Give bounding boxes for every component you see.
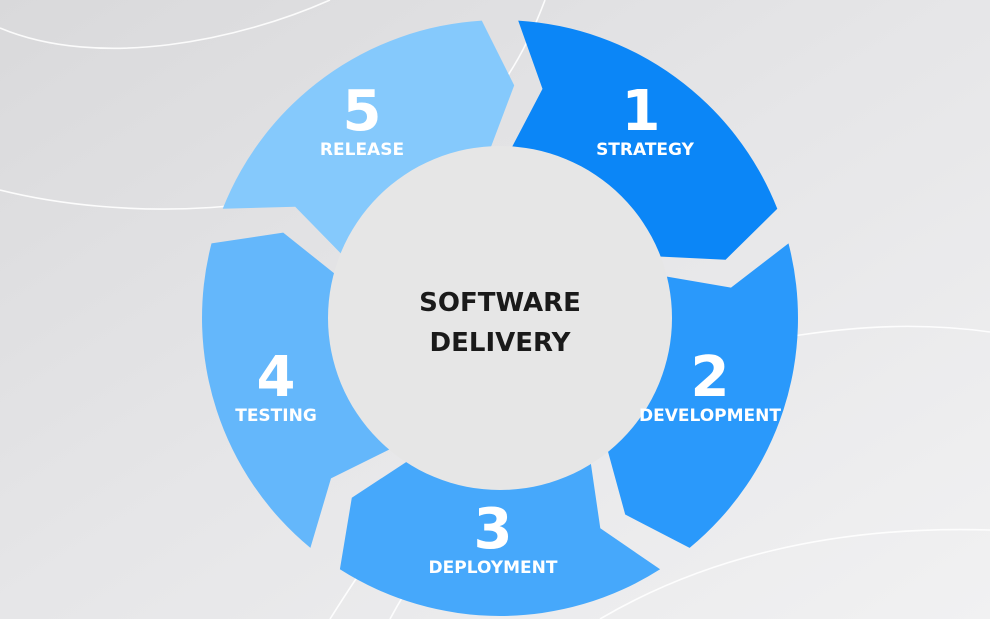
- cycle-segments: [202, 20, 798, 616]
- center-title: SOFTWARE DELIVERY: [370, 283, 630, 363]
- center-title-line-1: SOFTWARE: [419, 288, 581, 318]
- step-2-number: 2: [690, 345, 730, 410]
- step-4-number: 4: [256, 345, 296, 410]
- step-5-label: RELEASE: [319, 140, 405, 160]
- decorative-curve: [599, 528, 990, 619]
- step-1-number: 1: [621, 79, 661, 144]
- decorative-curve: [0, 0, 331, 50]
- step-3-number: 3: [473, 497, 513, 562]
- step-1-label: STRATEGY: [596, 140, 694, 160]
- cycle-segment-1: [510, 20, 778, 260]
- center-circle: [328, 146, 672, 490]
- cycle-segment-2: [606, 243, 798, 548]
- cycle-segment-3: [339, 459, 661, 616]
- cycle-segment-4: [202, 232, 394, 548]
- step-5-number: 5: [342, 79, 382, 144]
- step-3-label: DEPLOYMENT: [428, 558, 558, 578]
- step-4-label: TESTING: [235, 406, 317, 426]
- center-title-line-2: DELIVERY: [429, 328, 571, 358]
- step-2-label: DEVELOPMENT: [639, 406, 781, 426]
- cycle-segment-5: [222, 20, 515, 257]
